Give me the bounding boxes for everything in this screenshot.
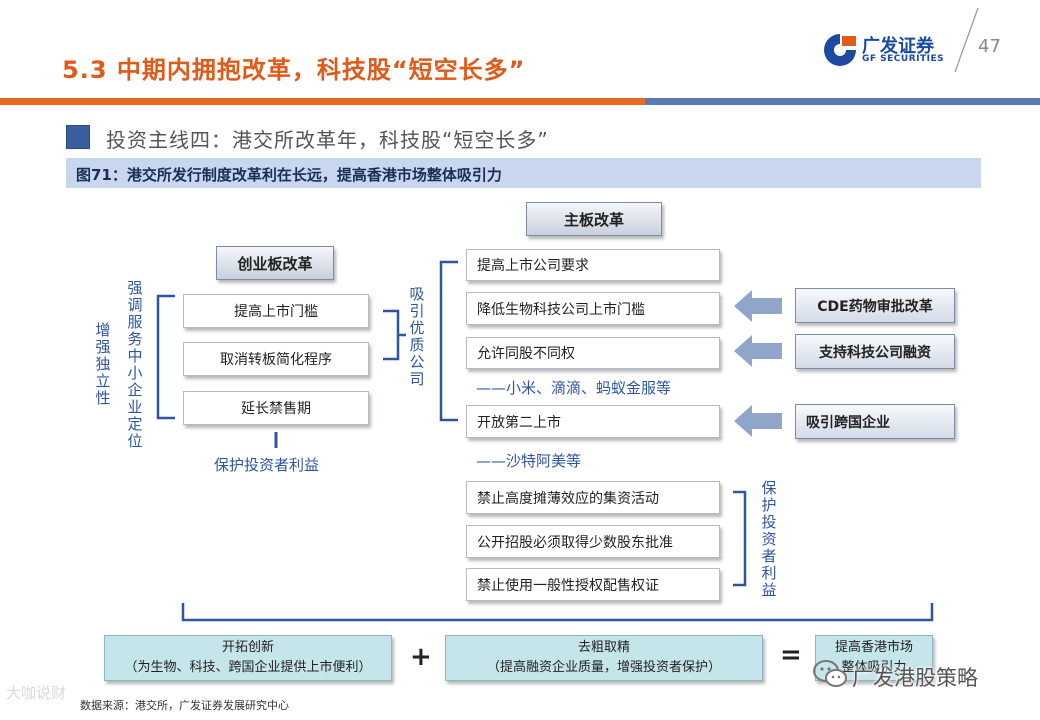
- arrow-left-icon: [734, 335, 782, 367]
- secondary-listing-box: 开放第二上市: [466, 405, 720, 438]
- raise-requirements-box: 提高上市公司要求: [466, 249, 720, 281]
- watermark-left: 大咖说财: [6, 684, 67, 702]
- cancel-transfer-box: 取消转板简化程序: [183, 342, 369, 376]
- arrow-left-icon: [734, 290, 782, 322]
- extend-lockup-box: 延长禁售期: [183, 391, 369, 425]
- protect-investors-label-right: 保护投资者利益: [761, 479, 777, 599]
- wechat-icon: [813, 660, 847, 687]
- refine-title: 去粗取精: [577, 640, 630, 655]
- enhance-independence-label: 增强独立性: [95, 321, 111, 407]
- multinational-box: 吸引跨国企业: [795, 404, 955, 439]
- plus-sign: +: [410, 642, 432, 672]
- logo-text-cn: 广发证券: [862, 36, 934, 57]
- innovation-title: 开拓创新: [221, 640, 274, 655]
- page-title: 5.3 中期内拥抱改革，科技股“短空长多”: [62, 56, 526, 84]
- refine-box: 去粗取精 （提高融资企业质量，增强投资者保护）: [445, 635, 763, 681]
- example-note-2: ——沙特阿美等: [476, 452, 582, 470]
- watermark-right-text: 广发港股策略: [852, 666, 978, 690]
- watermark-right: 广发港股策略: [812, 658, 1024, 694]
- gf-logo-icon: [824, 34, 856, 66]
- minority-approval-box: 公开招股必须取得少数股东批准: [466, 525, 720, 558]
- main-board-reform-header: 主板改革: [526, 202, 662, 236]
- no-dilution-box: 禁止高度摊薄效应的集资活动: [466, 481, 720, 514]
- general-mandate-box: 禁止使用一般性授权配售权证: [466, 568, 720, 601]
- cde-reform-box: CDE药物审批改革: [795, 288, 955, 323]
- section-bullet-icon: [66, 125, 90, 149]
- raise-listing-threshold-box: 提高上市门槛: [183, 294, 369, 328]
- equals-sign: =: [780, 640, 802, 670]
- figure-title-bar: [66, 158, 981, 188]
- section-title: 投资主线四：港交所改革年，科技股“短空长多”: [106, 128, 549, 152]
- innovation-desc: （为生物、科技、跨国企业提供上市便利）: [124, 660, 372, 675]
- tech-financing-box: 支持科技公司融资: [795, 334, 955, 369]
- attract-quality-label: 吸引优质公司: [409, 285, 425, 388]
- logo-text-en: GF SECURITIES: [862, 54, 945, 64]
- data-source: 数据来源：港交所，广发证券发展研究中心: [80, 699, 289, 712]
- example-note-1: ——小米、滴滴、蚂蚁金服等: [476, 379, 672, 397]
- gem-reform-header: 创业板改革: [216, 246, 334, 280]
- refine-desc: （提高融资企业质量，增强投资者保护）: [486, 660, 721, 675]
- innovation-box: 开拓创新 （为生物、科技、跨国企业提供上市便利）: [104, 635, 392, 681]
- gf-securities-logo: 广发证券 GF SECURITIES: [820, 30, 950, 70]
- protect-investors-note-left: 保护投资者利益: [214, 456, 320, 474]
- attractiveness-line-1: 提高香港市场: [834, 640, 913, 655]
- sme-positioning-label: 强调服务中小企业定位: [127, 279, 143, 450]
- page-number: 47: [978, 36, 1001, 57]
- figure-title: 图71：港交所发行制度改革利在长远，提高香港市场整体吸引力: [76, 166, 502, 184]
- header-divider-bar: [0, 98, 1040, 105]
- arrow-left-icon: [734, 405, 782, 437]
- attractiveness-line-2: 整体吸引力: [841, 660, 907, 675]
- wvr-box: 允许同股不同权: [466, 337, 720, 369]
- biotech-threshold-box: 降低生物科技公司上市门槛: [466, 292, 720, 325]
